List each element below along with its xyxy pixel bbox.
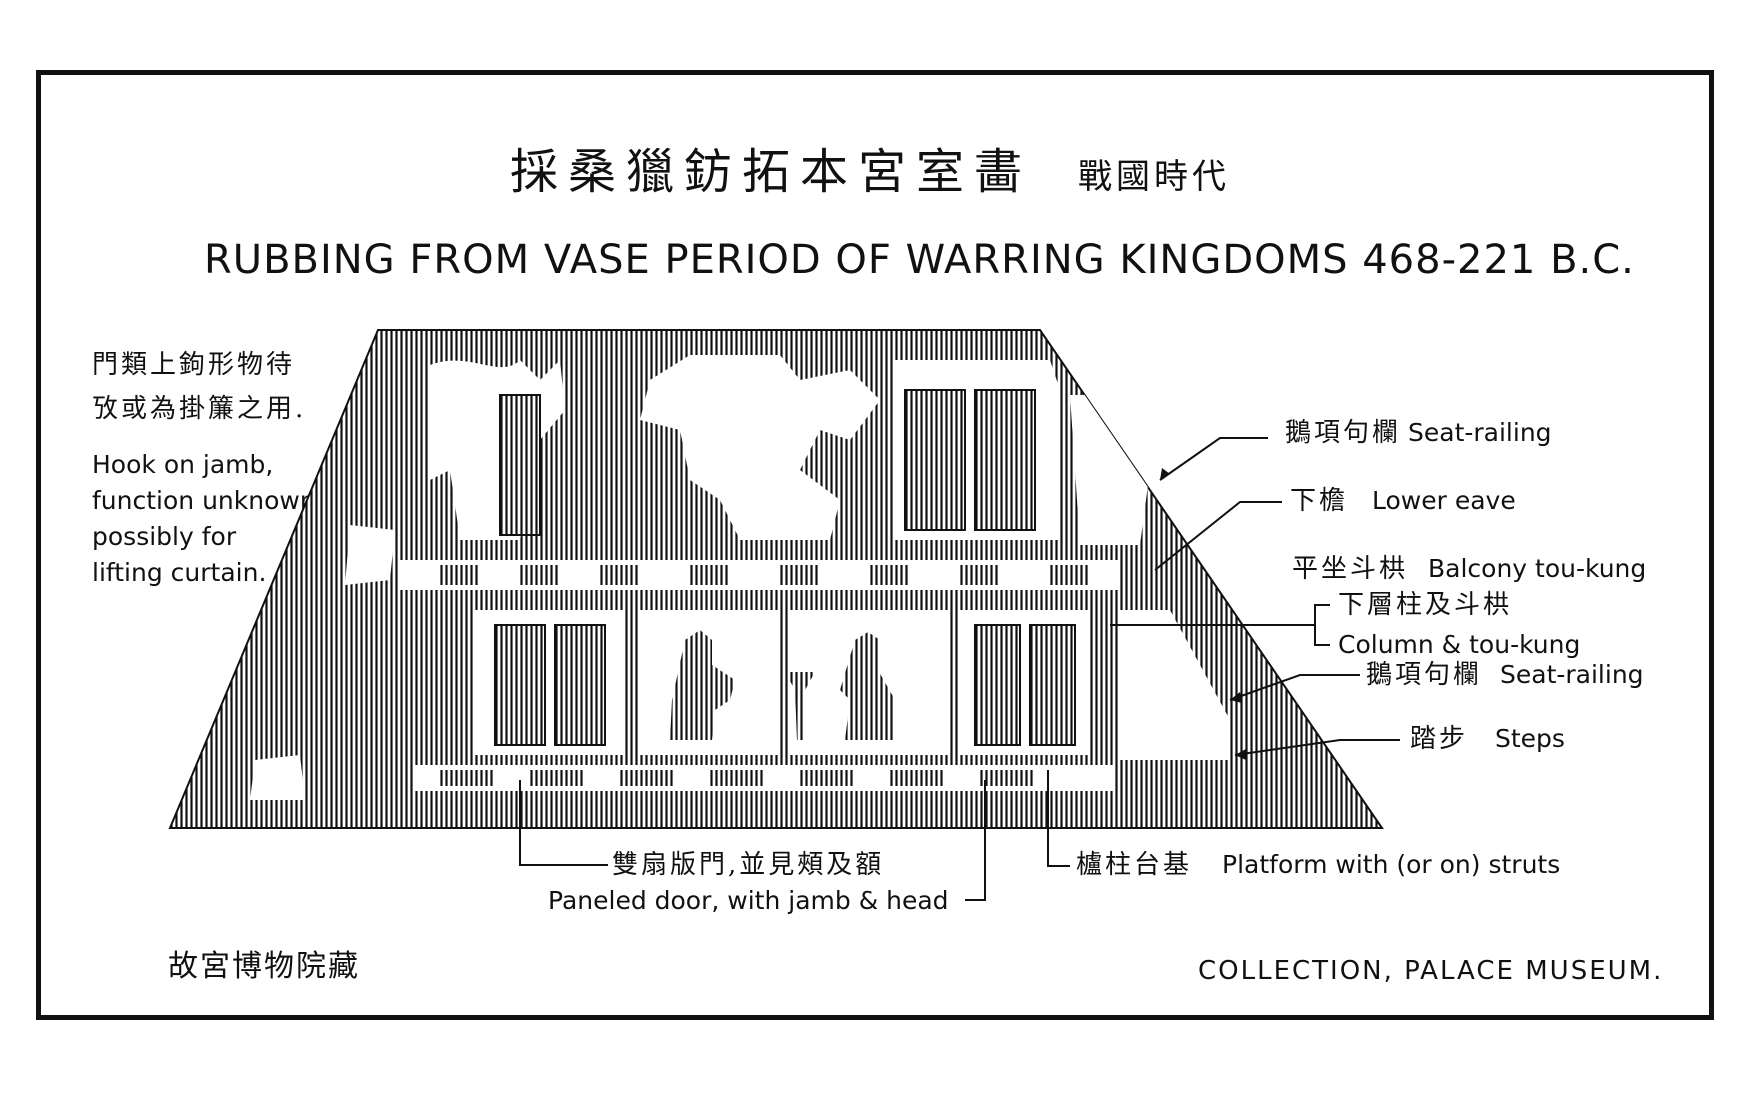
lower-right-edge xyxy=(1120,610,1230,760)
upper-center-opening xyxy=(640,355,880,540)
note-en-line4: lifting curtain. xyxy=(92,558,267,587)
title-chinese: 採桑獵鈁拓本宮室畵 xyxy=(510,144,1033,200)
label-column-en: Column & tou-kung xyxy=(1338,630,1581,659)
note-en-line2: function unknown, xyxy=(92,486,324,515)
note-cn-line1: 門類上鉤形物待 xyxy=(92,350,296,380)
leader-seat-railing-upper xyxy=(1159,437,1268,481)
left-blob xyxy=(345,525,395,585)
note-cn-line2: 攷或為掛簾之用. xyxy=(92,394,307,424)
label-seat-railing-upper-cn: 鵝項句欄 xyxy=(1285,418,1402,448)
leader-seat-railing-lower xyxy=(1229,674,1360,701)
label-lower-eave-cn: 下檐 xyxy=(1290,486,1349,516)
leader-column-bracket xyxy=(1314,604,1330,646)
label-door-en: Paneled door, with jamb & head xyxy=(548,886,949,915)
leader-door xyxy=(519,780,608,866)
figure-right xyxy=(840,632,895,740)
left-blob-lower xyxy=(250,755,305,800)
leader-steps xyxy=(1234,739,1400,756)
label-platform-en: Platform with (or on) struts xyxy=(1222,850,1561,879)
footer-collection-en: COLLECTION, PALACE MUSEUM. xyxy=(1198,956,1664,986)
label-column-cn: 下層柱及斗栱 xyxy=(1338,590,1513,620)
label-seat-railing-lower-cn: 鵝項句欄 xyxy=(1366,660,1483,690)
leader-platform xyxy=(1047,770,1070,867)
label-platform-cn: 櫨柱台基 xyxy=(1076,850,1193,880)
upper-right-edge xyxy=(1070,395,1150,545)
label-balcony-cn: 平坐斗栱 xyxy=(1292,554,1409,584)
leader-lower-eave xyxy=(1154,501,1282,571)
label-steps-en: Steps xyxy=(1495,724,1565,753)
label-seat-railing-lower-en: Seat-railing xyxy=(1500,660,1644,689)
border-frame xyxy=(36,70,1714,1020)
label-steps-cn: 踏步 xyxy=(1410,724,1469,754)
vessel-stand xyxy=(785,672,815,740)
balcony-band xyxy=(400,560,1120,590)
label-seat-railing-upper-en: Seat-railing xyxy=(1408,418,1552,447)
title-english: RUBBING FROM VASE PERIOD OF WARRING KING… xyxy=(204,237,1635,283)
note-en-line3: possibly for xyxy=(92,522,237,551)
label-lower-eave-en: Lower eave xyxy=(1372,486,1516,515)
label-door-cn: 雙扇版門,並見頰及額 xyxy=(612,850,885,880)
figure-left xyxy=(670,630,735,740)
label-balcony-en: Balcony tou-kung xyxy=(1428,554,1647,583)
leader-door-right xyxy=(965,780,986,901)
period-chinese: 戰國時代 xyxy=(1078,157,1230,197)
footer-collection-cn: 故宮博物院藏 xyxy=(168,949,360,984)
note-en-line1: Hook on jamb, xyxy=(92,450,274,479)
